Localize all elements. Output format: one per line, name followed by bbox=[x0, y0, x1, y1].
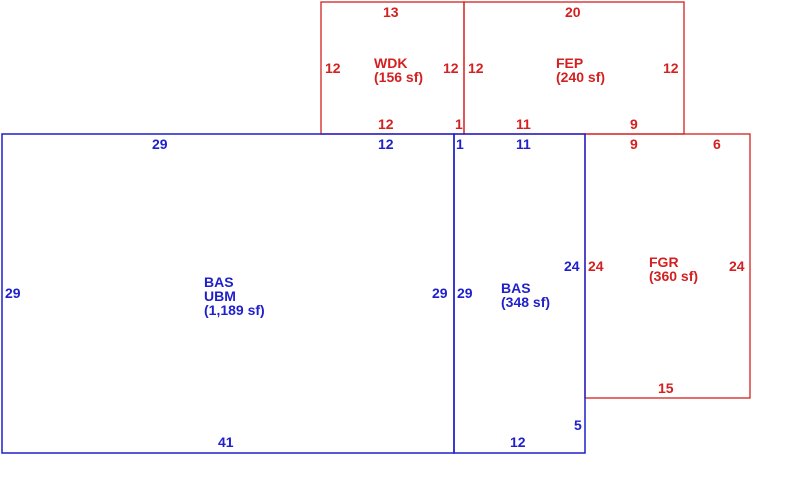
wdk-area: (156 sf) bbox=[374, 69, 423, 85]
wdk-code: WDK bbox=[374, 55, 407, 71]
fgr-dim-left: 24 bbox=[588, 258, 604, 274]
bas-main-dim-bottom: 41 bbox=[218, 434, 234, 450]
bas-main-dim-top-b: 12 bbox=[378, 136, 394, 152]
bas-small-dim-left: 29 bbox=[457, 285, 473, 301]
bas-small-dim-bottom: 12 bbox=[510, 434, 526, 450]
fgr-dim-top-b: 6 bbox=[713, 136, 721, 152]
bas-main-code: BAS bbox=[204, 274, 234, 290]
bas-main-dim-left: 29 bbox=[5, 285, 21, 301]
fep-dim-bottom-b: 9 bbox=[630, 116, 638, 132]
fgr-code: FGR bbox=[649, 254, 679, 270]
wdk-dim-bottom-right: 1 bbox=[455, 116, 463, 132]
bas-small-area: (348 sf) bbox=[501, 294, 550, 310]
wdk-dim-right: 12 bbox=[443, 60, 459, 76]
fep-dim-right: 12 bbox=[663, 60, 679, 76]
fep-dim-bottom-a: 11 bbox=[516, 116, 531, 132]
bas-main-dim-top: 29 bbox=[152, 136, 168, 152]
bas-small-code: BAS bbox=[501, 280, 531, 296]
fgr-dim-right: 24 bbox=[729, 258, 745, 274]
bas-small-dim-top-a: 1 bbox=[456, 136, 464, 152]
bas-small-dim-right: 24 bbox=[564, 258, 580, 274]
fep-dim-left: 12 bbox=[468, 60, 484, 76]
fgr-dim-top-a: 9 bbox=[630, 136, 638, 152]
bas-main-dim-right: 29 bbox=[432, 285, 448, 301]
bas-small-dim-top-b: 11 bbox=[516, 136, 531, 152]
fep-code: FEP bbox=[556, 55, 583, 71]
wdk-dim-top: 13 bbox=[383, 4, 399, 20]
bas-small-outline bbox=[453, 133, 586, 454]
fep-dim-top: 20 bbox=[565, 4, 581, 20]
fgr-area: (360 sf) bbox=[649, 268, 698, 284]
wdk-dim-left: 12 bbox=[325, 60, 341, 76]
bas-small-dim-right-b: 5 bbox=[574, 417, 582, 433]
bas-main-area: (1,189 sf) bbox=[204, 302, 265, 318]
fgr-dim-bottom: 15 bbox=[658, 380, 674, 396]
fep-area: (240 sf) bbox=[556, 69, 605, 85]
bas-main-code2: UBM bbox=[204, 288, 236, 304]
wdk-dim-bottom: 12 bbox=[378, 116, 394, 132]
